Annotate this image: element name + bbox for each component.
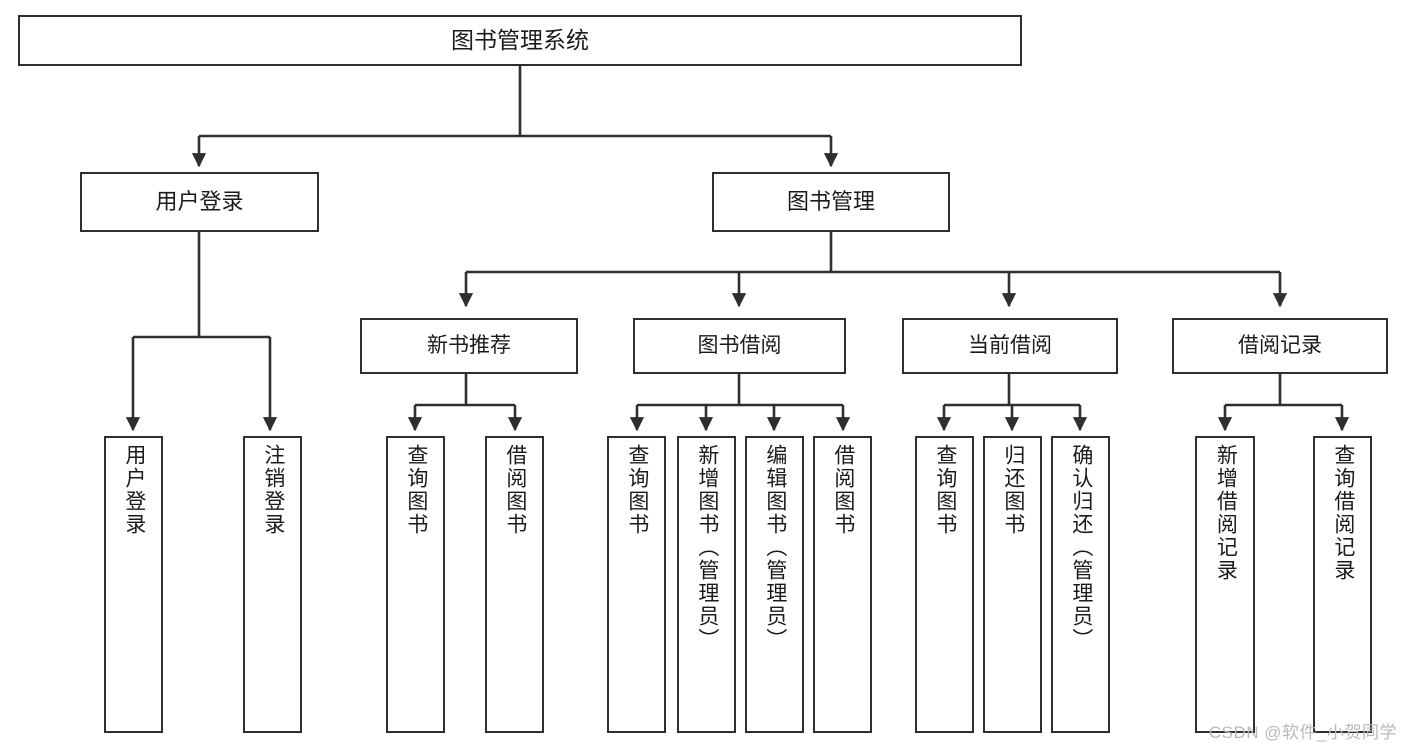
node-label: 新增图书（管理员） (695, 444, 719, 651)
leaf-query-book-current[interactable]: 查询图书 (915, 436, 974, 733)
node-label: 用户登录 (155, 189, 244, 215)
leaf-confirm-return-admin[interactable]: 确认归还（管理员） (1051, 436, 1110, 733)
node-label: 查询图书 (933, 444, 957, 536)
csdn-watermark: CSDN @软件_小贺同学 (1208, 723, 1397, 742)
node-borrow-record[interactable]: 借阅记录 (1172, 318, 1388, 374)
leaf-query-borrow-record[interactable]: 查询借阅记录 (1313, 436, 1372, 733)
node-label: 图书管理 (786, 189, 875, 215)
node-label: 查询图书 (404, 444, 428, 536)
node-root-system[interactable]: 图书管理系统 (18, 15, 1022, 66)
node-label: 查询图书 (625, 444, 649, 536)
node-label: 借阅记录 (1238, 333, 1322, 357)
leaf-logout[interactable]: 注销登录 (243, 436, 302, 733)
leaf-borrow-book-recommend[interactable]: 借阅图书 (485, 436, 544, 733)
node-label: 新书推荐 (427, 333, 511, 357)
node-book-management[interactable]: 图书管理 (712, 172, 950, 232)
node-user-login[interactable]: 用户登录 (80, 172, 319, 232)
node-label: 编辑图书（管理员） (763, 444, 787, 651)
node-label: 借阅图书 (503, 444, 527, 536)
leaf-return-book[interactable]: 归还图书 (983, 436, 1042, 733)
node-book-borrow[interactable]: 图书借阅 (633, 318, 846, 374)
leaf-edit-book-admin[interactable]: 编辑图书（管理员） (745, 436, 804, 733)
leaf-query-book-borrow[interactable]: 查询图书 (607, 436, 666, 733)
node-current-borrow[interactable]: 当前借阅 (902, 318, 1118, 374)
leaf-user-login[interactable]: 用户登录 (104, 436, 163, 733)
node-label: 图书管理系统 (451, 26, 589, 53)
node-label: 借阅图书 (831, 444, 855, 536)
node-label: 注销登录 (261, 444, 285, 536)
node-label: 图书借阅 (697, 333, 782, 357)
node-label: 当前借阅 (968, 333, 1052, 357)
node-label: 用户登录 (122, 444, 146, 536)
node-label: 查询借阅记录 (1331, 444, 1355, 582)
node-new-book-recommend[interactable]: 新书推荐 (360, 318, 578, 374)
leaf-add-book-admin[interactable]: 新增图书（管理员） (677, 436, 736, 733)
leaf-borrow-book[interactable]: 借阅图书 (813, 436, 872, 733)
leaf-add-borrow-record[interactable]: 新增借阅记录 (1195, 436, 1255, 733)
node-label: 新增借阅记录 (1214, 444, 1238, 582)
node-label: 确认归还（管理员） (1069, 444, 1093, 651)
node-label: 归还图书 (1001, 444, 1025, 536)
leaf-query-book-recommend[interactable]: 查询图书 (386, 436, 445, 733)
